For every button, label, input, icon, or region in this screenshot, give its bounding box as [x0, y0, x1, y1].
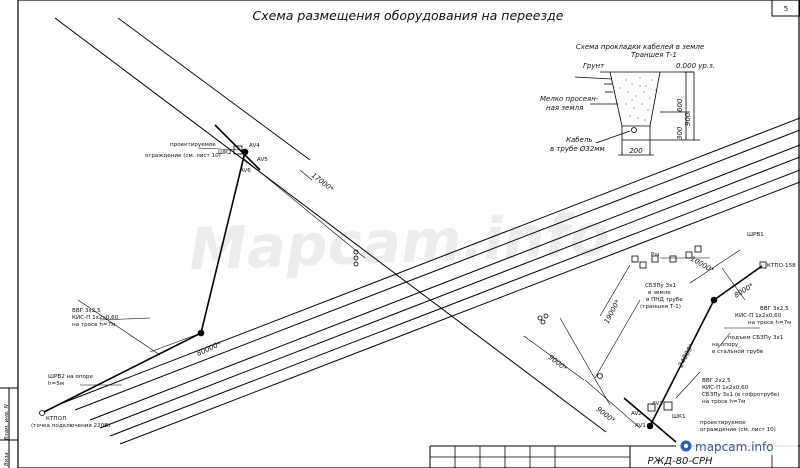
dim-17000: 17000* [310, 171, 336, 193]
label-av2: AV2 [631, 411, 642, 417]
label-av5: AV5 [257, 157, 268, 163]
dim-24000: 24000* [677, 342, 696, 369]
right-low-line2: КИС-П 1х2х0,60 [702, 385, 749, 391]
trench-section: Схема прокладки кабелей в земле Траншея … [540, 43, 715, 156]
label-shrv1: ШРВ1 [747, 232, 764, 238]
trench-title-line2: Траншея Т-1 [631, 51, 677, 59]
sheet-number: 5 [784, 5, 788, 13]
trench-dim-900: 900 [684, 112, 692, 126]
left-pole-marker [241, 148, 249, 156]
right-fence-line1: проектируемое [700, 420, 746, 426]
right-pole-line3: в стальной трубе [712, 348, 764, 355]
dim-9000-upper: 9000* [547, 353, 569, 373]
right-pole-line1: подъем СБЗПу 3х1 [728, 335, 784, 341]
right-fence-line2: ограждение (см. лист 10) [700, 427, 776, 433]
label-av1: AV1 [635, 423, 646, 429]
trench-dim-300: 300 [676, 126, 684, 140]
ktpol-line1: КТПОЛ [46, 416, 66, 422]
label-rsh: Рш [651, 252, 660, 258]
ktpol-line2: (точка подключения 220В) [31, 423, 110, 429]
label-ktpo: КТПО-158 [767, 263, 796, 269]
trench-cable-label-line1: Кабель [566, 136, 592, 144]
right-low-line3: СБЗПу 3х1 (в гофротрубе) [702, 392, 779, 398]
trench-cable-label-line2: в трубе Ø32мм [550, 145, 606, 153]
trench-title-line1: Схема прокладки кабелей в земле [576, 43, 704, 51]
site-badge-text: mapcam.info [695, 440, 774, 454]
trench-level-label: 0.000 ур.з. [676, 62, 715, 70]
left-cable-line2: КИС-П 1х2х0,60 [72, 315, 119, 321]
watermark: Mapcam.info [188, 201, 611, 284]
right-low-line4: на тросе h=7м [702, 399, 745, 405]
right-rail-signal-icon [537, 313, 549, 325]
right-bottom-pole-marker [646, 422, 654, 430]
right-sbzu-line1: СБЗПу 3х1 [645, 283, 676, 289]
right-sbzu-line3: в ПНД трубе [646, 297, 683, 303]
right-pole-marker [710, 296, 718, 304]
road-lines [54, 17, 607, 433]
railway-tracks [59, 117, 800, 445]
left-cable-line3: на тросе h=7м [72, 322, 115, 328]
right-vvg-line1: ВВГ 3х2,5 [760, 306, 789, 312]
right-sbzu-line4: (траншея Т-1) [640, 304, 681, 310]
dim-19000: 19000* [603, 298, 622, 325]
dim-80000: 80000* [196, 340, 223, 358]
dim-9000-lower: 9000* [595, 405, 617, 425]
trench-dim-600: 600 [676, 98, 684, 112]
trench-sand-label-line1: Мелко просеян- [540, 95, 599, 103]
shrv2-line2: h=5м [48, 381, 64, 387]
site-badge: mapcam.info [676, 437, 798, 455]
left-fence-line2: ограждение (см. лист 10) [145, 153, 221, 159]
right-sbzu-line2: в земле [648, 290, 671, 296]
left-fence-line1: проектируемое [170, 142, 216, 148]
label-av6: AV6 [240, 168, 251, 174]
left-cable-line1: ВВГ 3х2,5 [72, 308, 101, 314]
label-av4: AV4 [249, 143, 260, 149]
label-shk1: ШК1 [672, 414, 686, 420]
stamp-code: РЖД-80-СРН [647, 456, 713, 467]
trench-ground-label: Грунт [583, 62, 605, 70]
label-shk2: ШК2 [218, 150, 232, 156]
left-middle-pole-marker [197, 329, 205, 337]
left-rail-signal-icon [353, 249, 359, 267]
trench-dim-200: 200 [629, 147, 643, 155]
label-av3: AV3 [652, 401, 663, 407]
right-vvg-line2: КИС-П 1х2х0,60 [735, 313, 782, 319]
right-pole-line2: на опору [712, 342, 739, 348]
side-stamp-inv: Взам. инв. N [4, 404, 10, 440]
right-low-line1: ВВГ 2х2,5 [702, 378, 731, 384]
right-vvg-line3: на тросе h=7м [748, 320, 791, 326]
side-stamp-visa: Виза [4, 452, 10, 466]
trench-sand-label-line2: ная земля [546, 104, 583, 112]
page-title: Схема размещения оборудования на переезд… [253, 8, 564, 23]
shrv2-line1: ШРВ2 на опоре [48, 374, 93, 380]
